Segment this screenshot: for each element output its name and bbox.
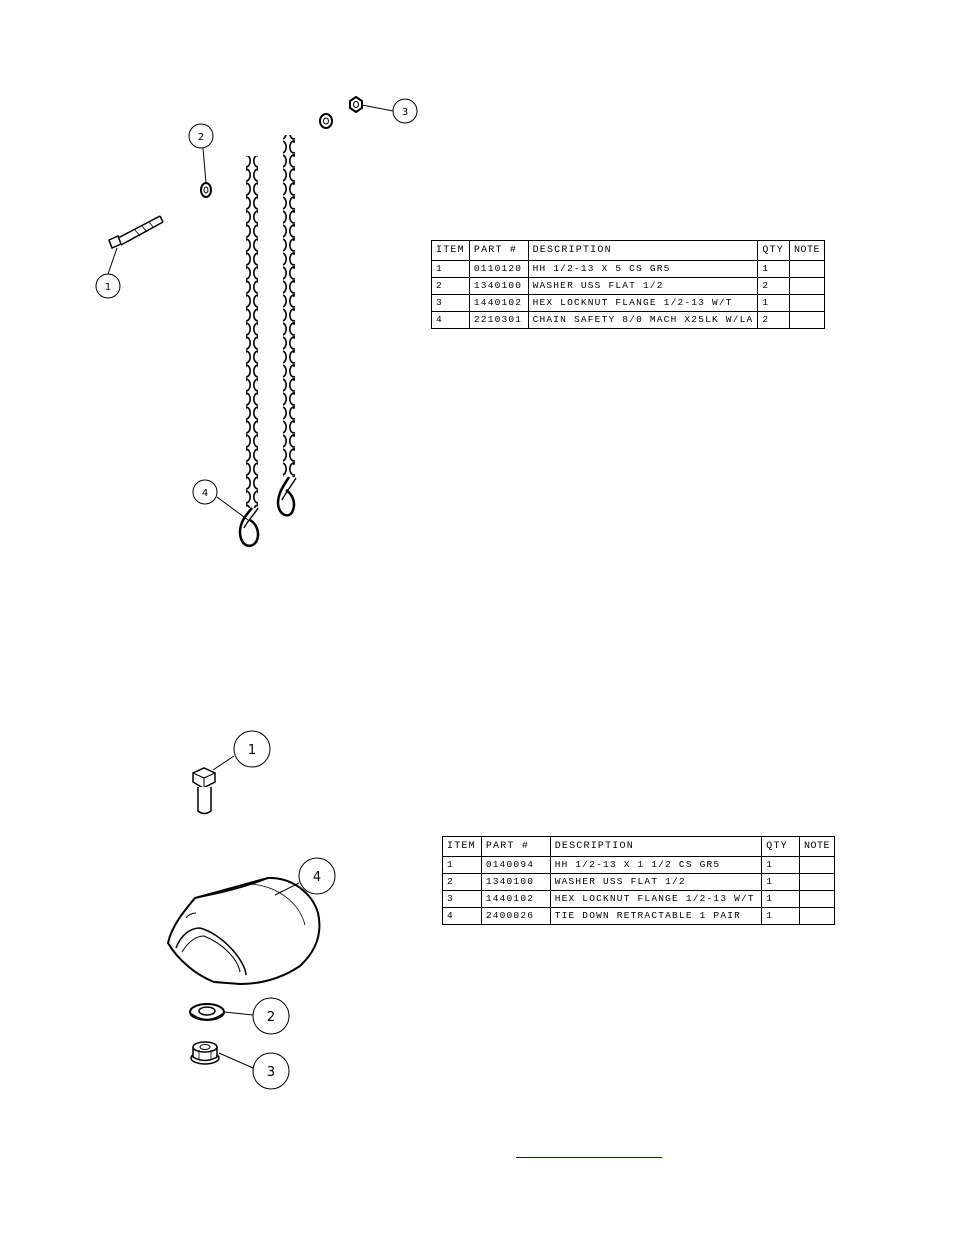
cell-qty: 2 <box>757 311 790 329</box>
chain-right <box>276 135 297 517</box>
header-qty: QTY <box>761 836 800 857</box>
cell-description: HEX LOCKNUT FLANGE 1/2-13 W/T <box>527 294 759 312</box>
cell-item: 1 <box>442 856 482 874</box>
cell-note <box>788 260 826 278</box>
cell-part: 1440102 <box>480 890 551 908</box>
cell-qty: 1 <box>761 907 800 925</box>
bottom-balloon-1-label: 1 <box>248 743 256 758</box>
cell-qty: 1 <box>761 856 800 874</box>
header-part: PART # <box>468 240 529 261</box>
cell-part: 0140094 <box>480 856 551 874</box>
bottom-balloon-4-label: 4 <box>313 870 321 885</box>
cell-note <box>788 277 826 295</box>
bottom-bolt <box>192 767 216 815</box>
bottom-balloon-3-label: 3 <box>267 1065 275 1080</box>
bottom-balloon-1: 1 <box>212 730 271 771</box>
top-washer <box>200 182 212 198</box>
table-row: 4 2400026 TIE DOWN RETRACTABLE 1 PAIR 1 <box>442 907 836 925</box>
cell-note <box>798 890 836 908</box>
cell-item: 1 <box>431 260 470 278</box>
top-bolt <box>108 215 164 250</box>
cell-part: 0110120 <box>468 260 529 278</box>
table-row: 4 2210301 CHAIN SAFETY 8/0 MACH X25LK W/… <box>431 311 826 329</box>
cell-note <box>788 311 826 329</box>
cell-description: HEX LOCKNUT FLANGE 1/2-13 W/T <box>549 890 763 908</box>
bottom-washer <box>189 1003 225 1021</box>
bottom-locknut <box>190 1041 220 1065</box>
header-note: NOTE <box>788 240 826 261</box>
cell-qty: 2 <box>757 277 790 295</box>
table-header-row: ITEM PART # DESCRIPTION QTY NOTE <box>431 240 826 261</box>
header-description: DESCRIPTION <box>549 836 763 857</box>
hyperlink-underline[interactable] <box>516 1157 662 1158</box>
table-row: 3 1440102 HEX LOCKNUT FLANGE 1/2-13 W/T … <box>431 294 826 312</box>
top-balloon-1-label: 1 <box>105 282 111 293</box>
top-locknut <box>349 95 363 114</box>
top-balloon-2: 2 <box>188 123 214 184</box>
header-note: NOTE <box>798 836 836 857</box>
header-qty: QTY <box>757 240 790 261</box>
cell-qty: 1 <box>757 294 790 312</box>
cell-item: 2 <box>442 873 482 891</box>
bottom-balloon-2-label: 2 <box>267 1010 275 1025</box>
table-row: 2 1340100 WASHER USS FLAT 1/2 1 <box>442 873 836 891</box>
cell-note <box>798 873 836 891</box>
cell-description: HH 1/2-13 X 5 CS GR5 <box>527 260 759 278</box>
header-item: ITEM <box>431 240 470 261</box>
cell-description: TIE DOWN RETRACTABLE 1 PAIR <box>549 907 763 925</box>
cell-item: 4 <box>442 907 482 925</box>
table-header-row: ITEM PART # DESCRIPTION QTY NOTE <box>442 836 836 857</box>
bottom-balloon-4: 4 <box>274 857 336 896</box>
cell-note <box>788 294 826 312</box>
top-balloon-1: 1 <box>95 247 121 299</box>
top-balloon-3-label: 3 <box>402 107 408 118</box>
cell-part: 2210301 <box>468 311 529 329</box>
table-row: 2 1340100 WASHER USS FLAT 1/2 2 <box>431 277 826 295</box>
cell-item: 2 <box>431 277 470 295</box>
table-row: 1 0140094 HH 1/2-13 X 1 1/2 CS GR5 1 <box>442 856 836 874</box>
cell-item: 3 <box>431 294 470 312</box>
header-part: PART # <box>480 836 551 857</box>
cell-description: WASHER USS FLAT 1/2 <box>527 277 759 295</box>
cell-qty: 1 <box>761 890 800 908</box>
cell-item: 4 <box>431 311 470 329</box>
top-nut-small <box>319 113 333 129</box>
top-balloon-2-label: 2 <box>198 132 204 143</box>
cell-description: WASHER USS FLAT 1/2 <box>549 873 763 891</box>
top-balloon-4-label: 4 <box>202 488 208 499</box>
cell-qty: 1 <box>761 873 800 891</box>
table-row: 1 0110120 HH 1/2-13 X 5 CS GR5 1 <box>431 260 826 278</box>
tie-down-housing <box>166 876 321 986</box>
chain-left <box>238 156 260 548</box>
bottom-balloon-3: 3 <box>218 1052 290 1090</box>
header-description: DESCRIPTION <box>527 240 759 261</box>
cell-description: CHAIN SAFETY 8/0 MACH X25LK W/LA <box>527 311 759 329</box>
cell-description: HH 1/2-13 X 1 1/2 CS GR5 <box>549 856 763 874</box>
cell-item: 3 <box>442 890 482 908</box>
bottom-parts-table: ITEM PART # DESCRIPTION QTY NOTE 1 01400… <box>442 836 836 925</box>
top-parts-table: ITEM PART # DESCRIPTION QTY NOTE 1 01101… <box>431 240 826 329</box>
top-balloon-3: 3 <box>361 98 418 124</box>
cell-part: 1340100 <box>480 873 551 891</box>
cell-note <box>798 856 836 874</box>
cell-note <box>798 907 836 925</box>
table-row: 3 1440102 HEX LOCKNUT FLANGE 1/2-13 W/T … <box>442 890 836 908</box>
bottom-balloon-2: 2 <box>223 997 290 1035</box>
top-balloon-4: 4 <box>192 479 249 521</box>
cell-part: 1340100 <box>468 277 529 295</box>
header-item: ITEM <box>442 836 482 857</box>
cell-part: 2400026 <box>480 907 551 925</box>
cell-qty: 1 <box>757 260 790 278</box>
cell-part: 1440102 <box>468 294 529 312</box>
